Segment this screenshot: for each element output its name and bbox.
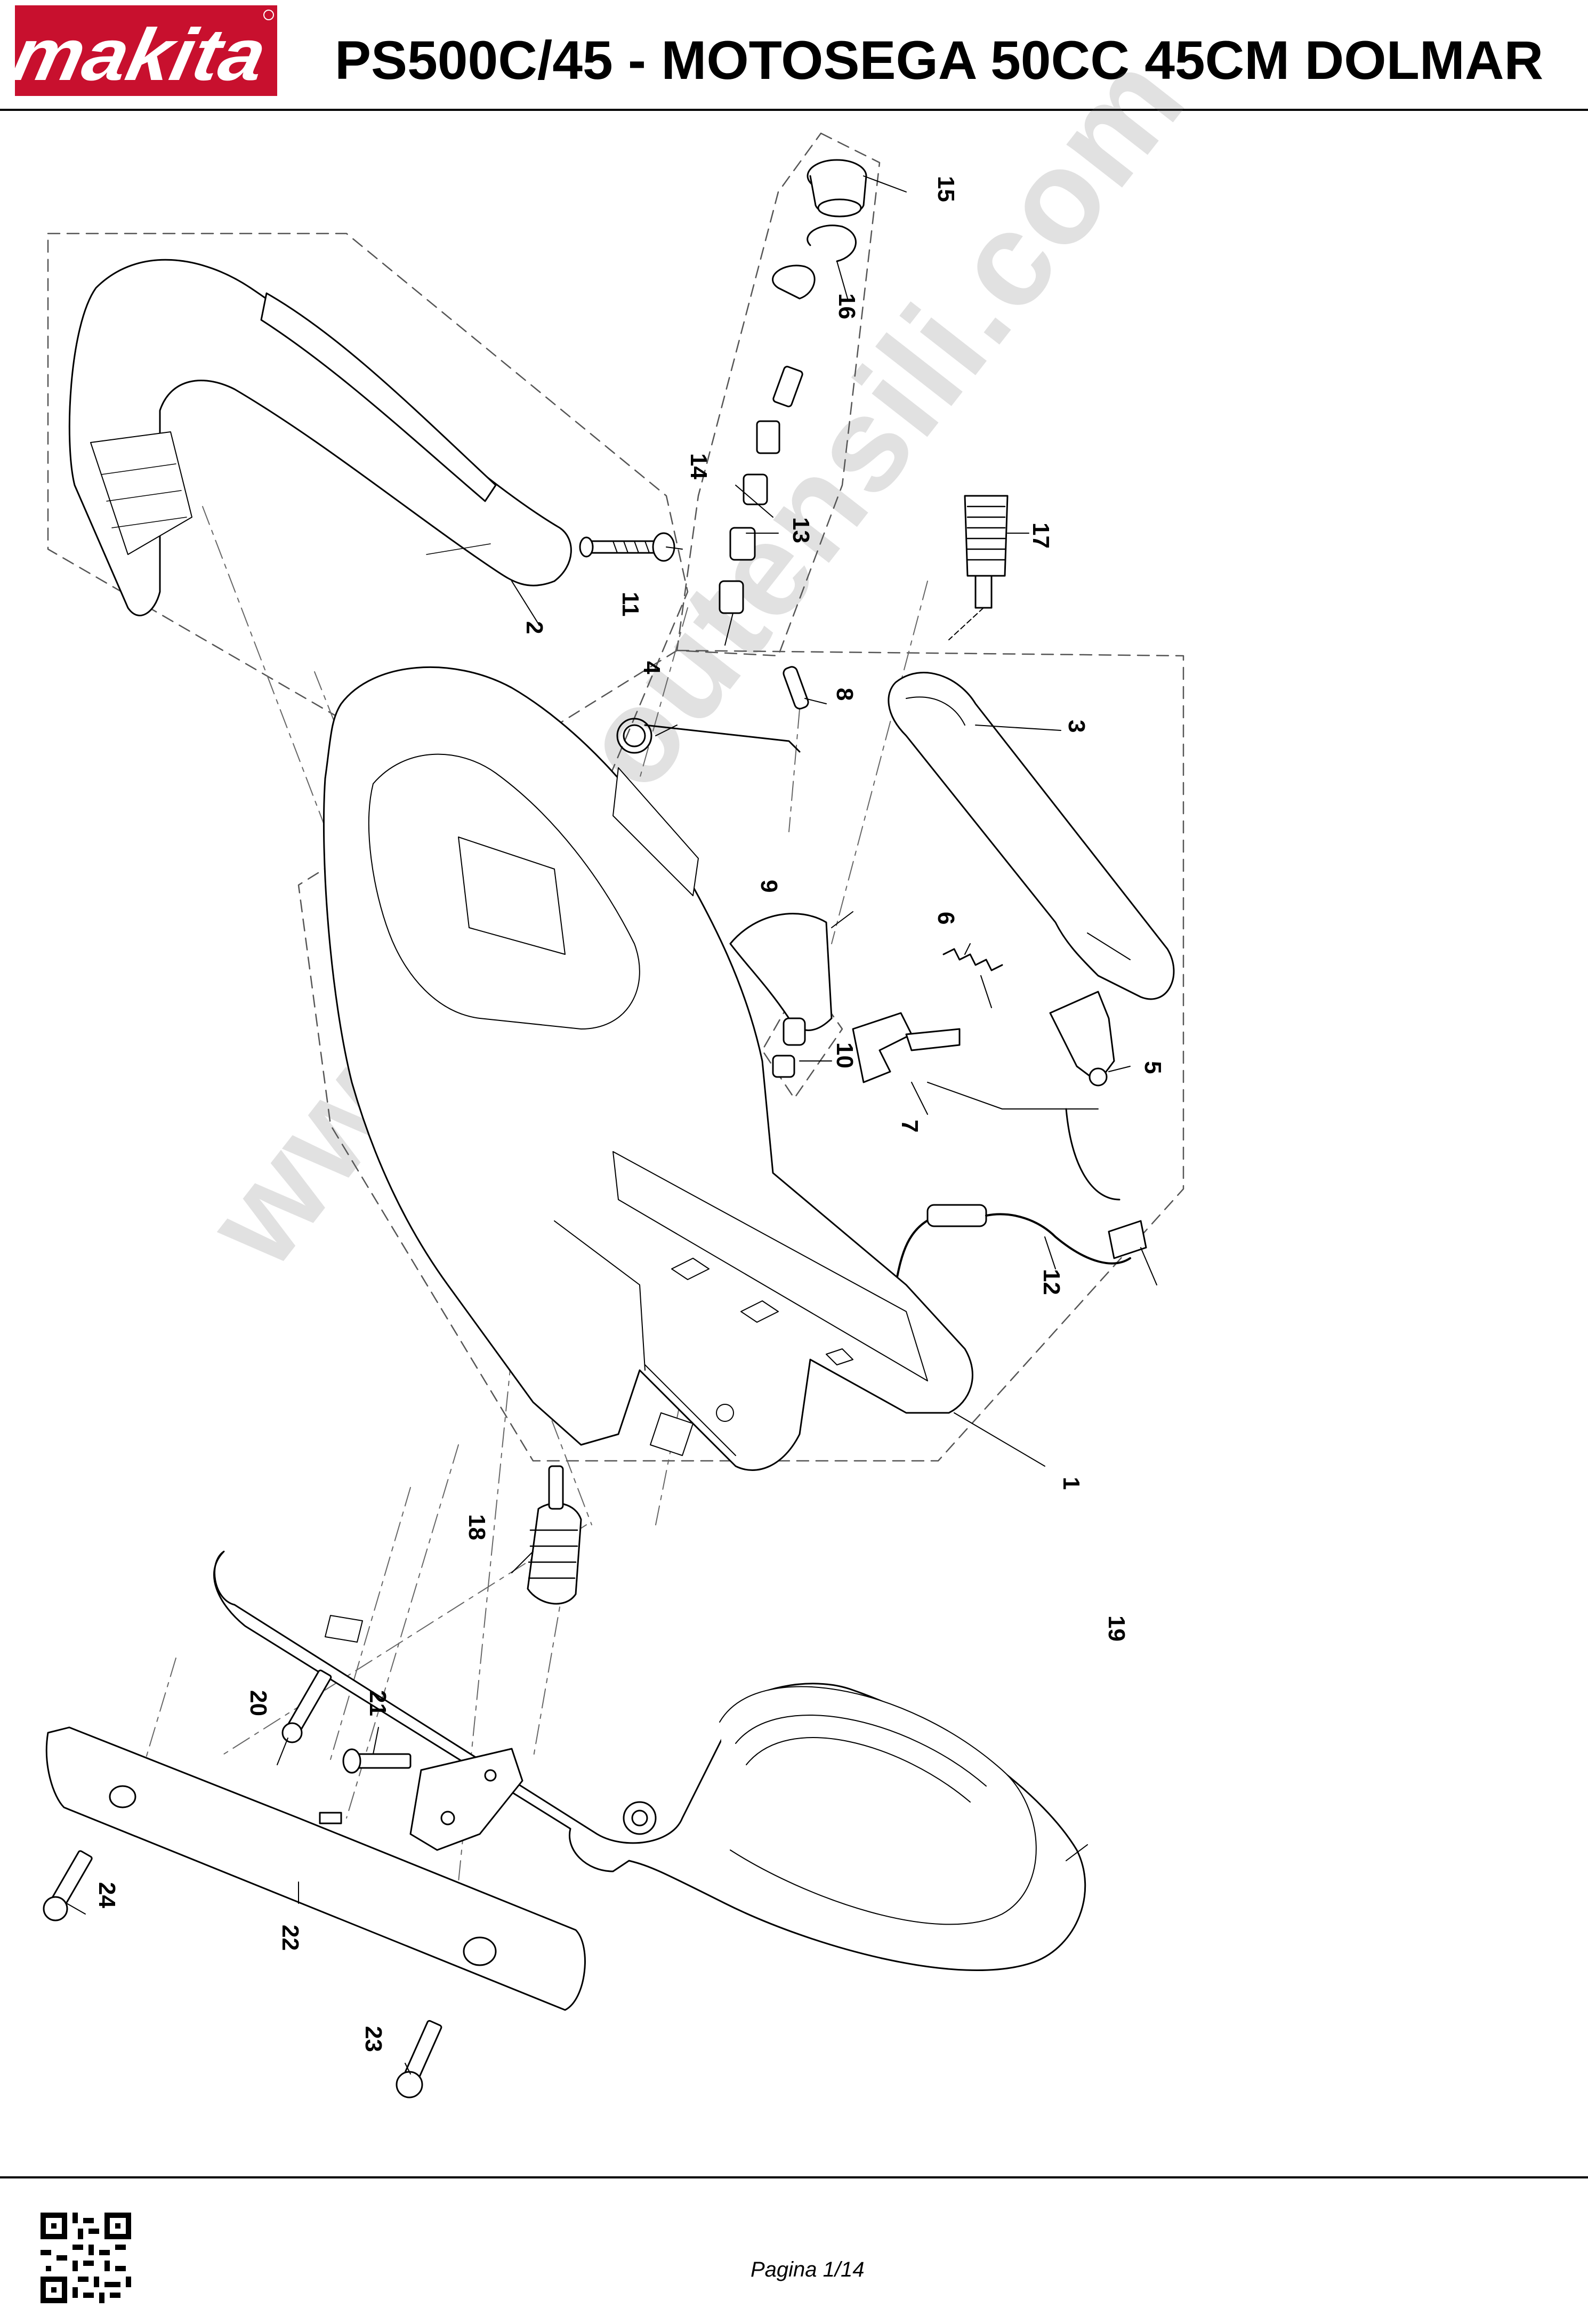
part-15-filler-cap: [807, 159, 867, 218]
callout-3: 3: [1063, 720, 1090, 733]
callout-6: 6: [933, 912, 959, 924]
part-8-pin: [783, 666, 809, 710]
part-21-screw: [342, 1748, 412, 1774]
part-2-top-handle: [68, 259, 572, 616]
callout-10: 10: [832, 1042, 858, 1068]
callout-18: 18: [464, 1514, 490, 1540]
callout-13: 13: [788, 517, 814, 543]
callout-16: 16: [834, 293, 860, 319]
part-9-lever: [729, 913, 833, 1031]
part-18-damper: [527, 1465, 582, 1605]
callout-19: 19: [1103, 1615, 1130, 1642]
part-3-handle: [888, 671, 1175, 1000]
part-20-screw: [281, 1669, 332, 1743]
logo-wordmark: makita: [15, 13, 273, 95]
callout-21: 21: [365, 1690, 391, 1716]
part-11-screw: [579, 532, 675, 562]
part-12-cable: [799, 1204, 1157, 1333]
part-1-housing: [323, 666, 973, 1471]
callout-20: 20: [245, 1690, 271, 1716]
housing-group-outline: [297, 649, 1184, 1462]
part-13-14-valve: [719, 366, 803, 646]
callout-17: 17: [1028, 522, 1054, 549]
exploded-parts-diagram: 1 2 3 4 5 6 7 8 9 10 11 12 13 14 15 16 1…: [43, 132, 1184, 2098]
callout-5: 5: [1140, 1061, 1166, 1074]
part-24-screw: [43, 1850, 93, 1921]
page-title: PS500C/45 - MOTOSEGA 50CC 45CM DOLMAR: [335, 30, 1544, 91]
part-10-cap: [772, 1017, 806, 1078]
callout-23: 23: [360, 2026, 386, 2052]
callout-15: 15: [933, 176, 959, 202]
callout-2: 2: [521, 621, 547, 634]
part-4-spring-rod: [616, 718, 801, 754]
part-16-retainer-ring: [772, 224, 857, 300]
callout-8: 8: [832, 688, 858, 701]
page-number: Pagina 1/14: [751, 2258, 865, 2281]
part-5-lever: [1049, 991, 1115, 1087]
callout-4: 4: [639, 661, 665, 674]
callout-14: 14: [686, 453, 712, 479]
part-19-front-handle: [213, 1550, 1086, 1971]
part-7-linkage: [852, 1012, 1121, 1201]
part-22-cover-plate: [45, 1726, 586, 2011]
page-header: makita PS500C/45 - MOTOSEGA 50CC 45CM DO…: [0, 0, 1588, 112]
callout-24: 24: [94, 1882, 120, 1908]
callout-12: 12: [1038, 1269, 1065, 1295]
makita-logo: makita: [15, 5, 277, 96]
handle-group-outline: [47, 232, 689, 833]
callout-22: 22: [277, 1925, 303, 1951]
callout-labels: 1 2 3 4 5 6 7 8 9 10 11 12 13 14 15 16 1…: [94, 176, 1166, 2052]
callout-11: 11: [617, 592, 643, 617]
part-23-screw: [396, 2020, 442, 2098]
callout-7: 7: [897, 1120, 923, 1132]
part-17-spring: [948, 495, 1009, 640]
header-divider: [0, 109, 1588, 111]
filler-group-outline: [676, 132, 881, 657]
callout-9: 9: [756, 880, 782, 892]
part-6-small-spring: [942, 948, 1003, 1008]
qr-code[interactable]: [41, 2213, 131, 2303]
callout-leaders: [66, 175, 1131, 2074]
callout-1: 1: [1058, 1477, 1084, 1490]
footer-divider: [0, 2176, 1588, 2178]
bracket-plate: [409, 1748, 523, 1851]
